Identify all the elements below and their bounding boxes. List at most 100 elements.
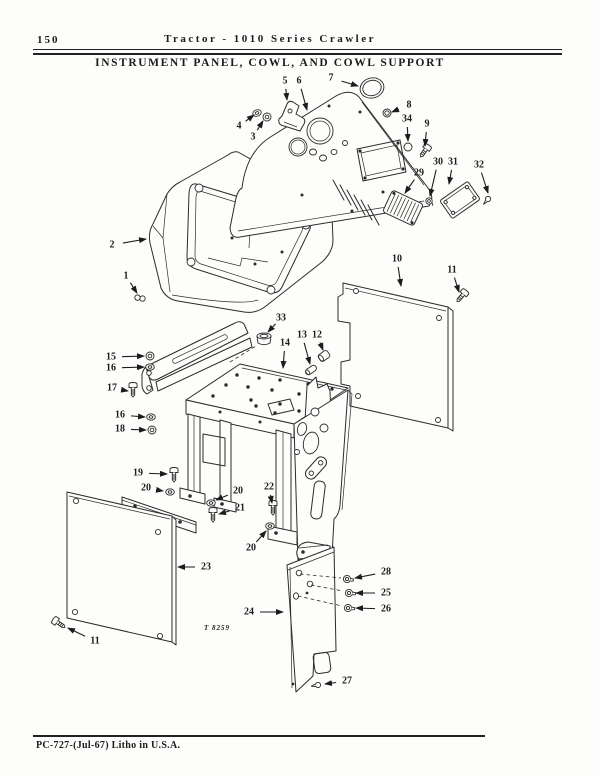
callout-arrow-6: [300, 88, 309, 111]
part-callout-22-29: 22: [264, 482, 274, 493]
callout-arrow-1: [129, 282, 138, 294]
part-callout-7-6: 7: [329, 73, 334, 84]
callout-arrow-22: [267, 494, 274, 504]
part-callout-20-26: 20: [141, 483, 151, 494]
part-callout-27-37: 27: [342, 676, 352, 687]
part-25-plug-glyph: [344, 588, 357, 598]
diagram-title: INSTRUMENT PANEL, COWL, AND COWL SUPPORT: [95, 57, 445, 69]
part-12-bushing-glyph: [316, 349, 332, 363]
part-27-screw-glyph: [310, 681, 322, 690]
part-21-bolt-glyph: [208, 507, 218, 523]
part-callout-34-8: 34: [402, 114, 412, 125]
callout-arrow-3: [256, 120, 264, 131]
part-20-washer-glyph: [165, 488, 175, 496]
part-28-plug-glyph: [342, 574, 355, 584]
part-callout-14-19: 14: [280, 338, 290, 349]
header-rule-bottom: [33, 53, 562, 55]
part-34-ball-glyph: [403, 142, 413, 152]
callout-arrow-8: [391, 106, 400, 113]
callout-arrow-16: [121, 364, 145, 371]
callout-arrow-2: [122, 237, 147, 244]
part-callout-16-23: 16: [115, 410, 125, 421]
callout-arrow-21: [218, 509, 230, 515]
dashed-leader: [310, 584, 344, 592]
part-callout-3-2: 3: [251, 132, 256, 143]
callout-arrow-26: [355, 605, 376, 612]
callout-arrow-9: [422, 131, 429, 147]
part-8-ring-small-glyph: [382, 108, 392, 118]
part-callout-11-32: 11: [90, 636, 99, 647]
part-callout-1-0: 1: [124, 271, 129, 282]
part-callout-5-4: 5: [283, 76, 288, 87]
callout-arrow-18: [130, 426, 147, 433]
callout-arrow-31: [447, 169, 454, 185]
callout-arrow-14: [280, 350, 287, 369]
header-title: Tractor - 1010 Series Crawler: [164, 33, 376, 45]
panel-recess: [356, 139, 407, 182]
part-callout-10-14: 10: [392, 254, 402, 265]
part-callout-20-27: 20: [233, 486, 243, 497]
part-callout-29-10: 29: [414, 168, 424, 179]
part-callout-30-11: 30: [433, 157, 443, 168]
part-callout-31-12: 31: [448, 157, 458, 168]
part-callout-18-24: 18: [115, 424, 125, 435]
part-32-screw-glyph: [481, 194, 493, 207]
footer-rule: [33, 735, 485, 737]
callout-arrow-11: [453, 277, 460, 293]
callout-arrow-32: [480, 172, 489, 194]
part-29-louvered-plate: [383, 190, 423, 226]
callout-arrow-19: [148, 470, 168, 477]
part-10-side-panel: [337, 282, 454, 432]
part-callout-23-31: 23: [201, 562, 211, 573]
part-callout-20-30: 20: [246, 543, 256, 554]
part-24-rear-panel: [286, 546, 337, 693]
footer-imprint: PC-727-(Jul-67) Litho in U.S.A.: [36, 740, 181, 751]
part-18-nut-glyph: [147, 425, 157, 435]
part-callout-12-18: 12: [312, 330, 322, 341]
part-23-left-panel: [66, 491, 177, 646]
part-20-washer-glyph: [265, 522, 275, 530]
callout-arrow-7: [341, 80, 359, 87]
part-19-bolt-glyph: [169, 467, 179, 483]
part-16-washer-glyph: [145, 363, 155, 371]
part-callout-21-28: 21: [235, 503, 245, 514]
callout-arrow-5: [283, 88, 290, 101]
part-callout-16-21: 16: [106, 363, 116, 374]
part-callout-33-16: 33: [276, 313, 286, 324]
part-26-plug-glyph: [343, 603, 356, 613]
callout-arrow-33: [267, 323, 276, 333]
part-14-cowl-support: [121, 321, 353, 561]
part-3-nut-glyph: [261, 111, 273, 123]
header-rule-top: [33, 49, 562, 51]
callout-arrow-20: [255, 530, 267, 543]
callout-arrow-10: [397, 266, 403, 287]
part-callout-13-17: 13: [297, 330, 307, 341]
part-callout-24-33: 24: [244, 607, 254, 618]
part-callout-32-13: 32: [474, 160, 484, 171]
part-callout-28-34: 28: [381, 567, 391, 578]
dashed-leader: [299, 573, 342, 579]
dashed-leader: [229, 345, 257, 363]
part-callout-9-9: 9: [425, 119, 430, 130]
figure-reference: T 8259: [204, 624, 231, 632]
part-callout-11-15: 11: [447, 265, 456, 276]
part-callout-26-36: 26: [381, 604, 391, 615]
part-callout-8-7: 8: [407, 100, 412, 111]
part-5-bracket: [278, 100, 306, 132]
part-7-ring-large-glyph: [357, 74, 387, 102]
support-bracket: [141, 321, 253, 395]
dashed-leader: [297, 595, 343, 607]
callout-arrow-15: [121, 353, 145, 360]
tabletop-holes: [211, 373, 334, 415]
callout-arrow-17: [120, 386, 129, 393]
part-callout-19-25: 19: [133, 468, 143, 479]
callout-arrow-16: [130, 413, 146, 420]
callout-arrow-12: [317, 342, 324, 351]
part-6-instrument-panel: [229, 91, 433, 238]
callout-arrow-27: [324, 680, 337, 687]
part-15-nut-glyph: [145, 351, 155, 361]
callout-arrow-20: [155, 486, 164, 493]
